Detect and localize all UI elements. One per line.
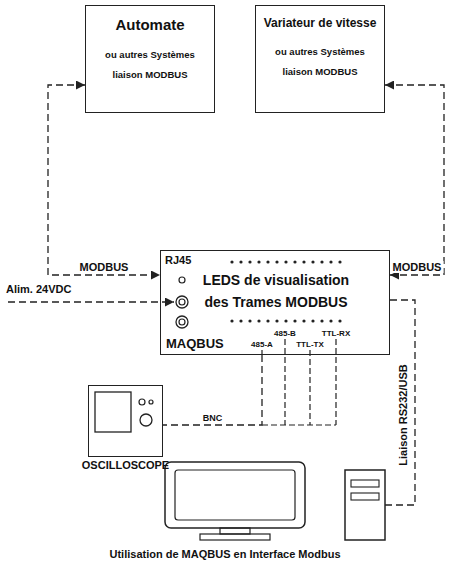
- led-dot: [311, 260, 314, 263]
- modbus-link: [163, 355, 262, 425]
- link-label: Liaison RS232/USB: [397, 364, 409, 465]
- bnc-connector-inner: [179, 319, 185, 325]
- link-label: MODBUS: [78, 261, 131, 273]
- led-dot: [338, 260, 341, 263]
- led-dot: [311, 319, 314, 322]
- system-box: Automate ou autres Systèmes liaison MODBU…: [85, 5, 215, 113]
- oscilloscope-screen: [95, 392, 131, 432]
- drive-slot: [351, 480, 379, 487]
- drive-slot: [351, 493, 379, 500]
- pin-label: TTL-TX: [296, 340, 324, 349]
- pin-wire: [335, 339, 336, 425]
- oscilloscope-knob: [139, 399, 145, 405]
- led-dot: [257, 319, 260, 322]
- modbus-link: [48, 85, 160, 275]
- led-dot: [329, 260, 332, 263]
- caption: Utilisation de MAQBUS en Interface Modbu…: [109, 548, 340, 560]
- interface-box: RJ45LEDS de visualisation des Trames MOD…: [160, 250, 390, 355]
- led-connector: [179, 277, 185, 283]
- oscilloscope-box: OSCILLOSCOPE: [88, 385, 163, 457]
- pin-wire: [284, 339, 285, 425]
- power-label: Alim. 24VDC: [6, 283, 71, 295]
- bnc-connector: [176, 296, 188, 308]
- device-name: MAQBUS: [166, 336, 224, 351]
- led-dot: [239, 260, 242, 263]
- link-label: MODBUS: [391, 261, 444, 273]
- pin-wire: [309, 350, 310, 425]
- system-box: Variateur de vitesse ou autres Systèmes l…: [255, 5, 385, 113]
- led-dot: [284, 260, 287, 263]
- oscilloscope-knob: [140, 414, 152, 426]
- power-arrow: [8, 301, 174, 302]
- port-label: RJ45: [165, 254, 191, 266]
- led-dot: [248, 260, 251, 263]
- led-dot: [230, 319, 233, 322]
- led-dot: [248, 319, 251, 322]
- led-dot: [257, 260, 260, 263]
- led-dot: [293, 260, 296, 263]
- bnc-connector: [176, 316, 188, 328]
- led-dot: [284, 319, 287, 322]
- led-dot: [302, 260, 305, 263]
- monitor-screen: [175, 470, 295, 520]
- led-dot: [266, 319, 269, 322]
- led-dot: [320, 260, 323, 263]
- led-dot: [320, 319, 323, 322]
- monitor-base: [200, 534, 270, 540]
- led-dot: [275, 319, 278, 322]
- led-dot: [302, 319, 305, 322]
- modbus-link: [385, 85, 444, 275]
- led-dot: [266, 260, 269, 263]
- device-name: OSCILLOSCOPE: [82, 459, 169, 471]
- system-subtitle: ou autres Systèmes liaison MODBUS: [100, 45, 200, 85]
- system-title: Automate: [115, 16, 184, 33]
- led-dot: [338, 319, 341, 322]
- pin-label: 485-B: [274, 329, 296, 338]
- bnc-connector-inner: [179, 299, 185, 305]
- led-dot: [275, 260, 278, 263]
- pin-bus: [262, 424, 336, 425]
- pin-label: TTL-RX: [322, 329, 350, 338]
- system-title: Variateur de vitesse: [264, 16, 377, 30]
- monitor: [165, 462, 305, 528]
- link-label: BNC: [201, 413, 225, 423]
- system-subtitle: ou autres Systèmes liaison MODBUS: [270, 42, 370, 82]
- oscilloscope-knob: [149, 400, 153, 404]
- led-dot: [293, 319, 296, 322]
- pin-label: 485-A: [251, 340, 273, 349]
- led-dot: [230, 260, 233, 263]
- led-dot: [239, 319, 242, 322]
- pin-wires: [262, 339, 336, 425]
- monitor-neck: [220, 528, 250, 534]
- led-dots: [230, 260, 341, 322]
- pc-tower: [345, 470, 385, 540]
- led-dot: [329, 319, 332, 322]
- led-caption: LEDS de visualisation des Trames MODBUS: [196, 269, 356, 313]
